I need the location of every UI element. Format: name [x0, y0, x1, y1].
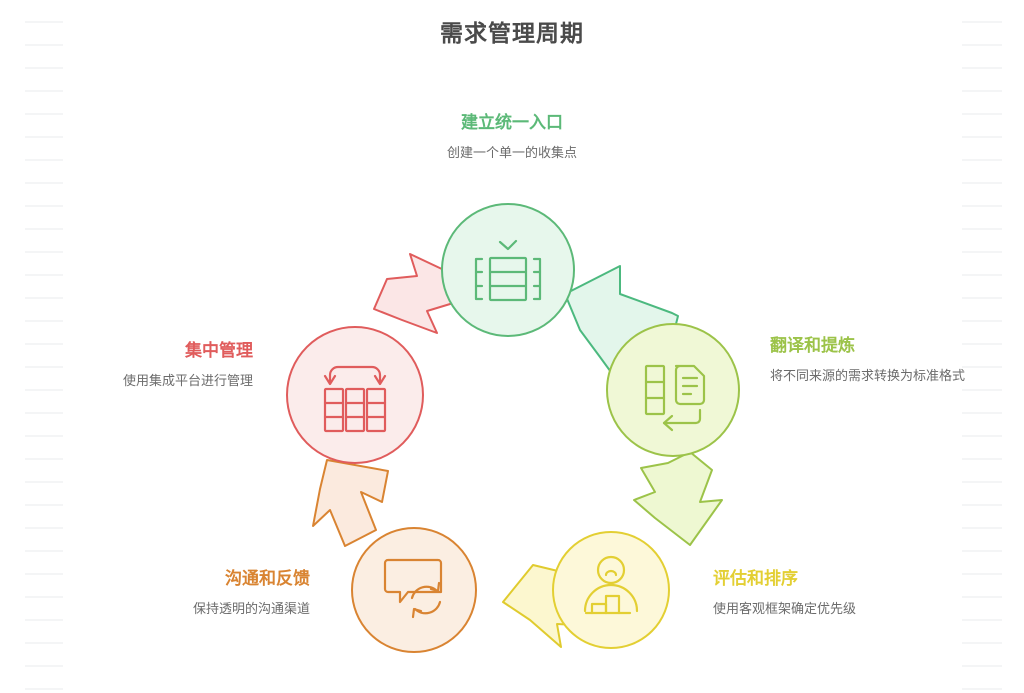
person-priority-icon [583, 555, 639, 615]
stage-node-top[interactable] [441, 203, 575, 337]
stage-label-left: 集中管理 使用集成平台进行管理 [50, 340, 253, 391]
stage-label-top: 建立统一入口 创建一个单一的收集点 [382, 112, 642, 163]
stage-node-left[interactable] [286, 326, 424, 464]
stage-description-bottomleft: 保持透明的沟通渠道 [192, 601, 310, 617]
stage-title-top: 建立统一入口 [461, 113, 563, 132]
stage-node-right[interactable] [606, 323, 740, 457]
stage-description-top: 创建一个单一的收集点 [446, 145, 577, 161]
stage-description-right: 将不同来源的需求转换为标准格式 [770, 368, 966, 384]
stage-title-right: 翻译和提炼 [770, 336, 855, 355]
stage-description-bottomright: 使用客观框架确定优先级 [713, 601, 857, 617]
arrow-bottomleft-to-left [312, 459, 389, 547]
stage-node-bottomleft[interactable] [351, 527, 477, 653]
stage-label-bottomright: 评估和排序 使用客观框架确定优先级 [713, 568, 943, 619]
chat-sync-icon [383, 558, 443, 619]
stage-label-bottomleft: 沟通和反馈 保持透明的沟通渠道 [60, 568, 310, 619]
inbox-collect-icon [474, 239, 542, 302]
stage-title-left: 集中管理 [185, 341, 253, 360]
stage-title-bottomleft: 沟通和反馈 [225, 569, 310, 588]
document-transform-icon [644, 364, 706, 432]
stage-label-right: 翻译和提炼 将不同来源的需求转换为标准格式 [770, 335, 970, 386]
stage-node-bottomright[interactable] [552, 531, 670, 649]
arrow-right-to-bottomright [633, 451, 723, 546]
stage-title-bottomright: 评估和排序 [713, 569, 798, 588]
page-title: 需求管理周期 [440, 20, 584, 46]
stage-description-left: 使用集成平台进行管理 [122, 373, 253, 389]
columns-merge-icon [323, 365, 387, 433]
arrow-left-to-top [373, 253, 461, 334]
